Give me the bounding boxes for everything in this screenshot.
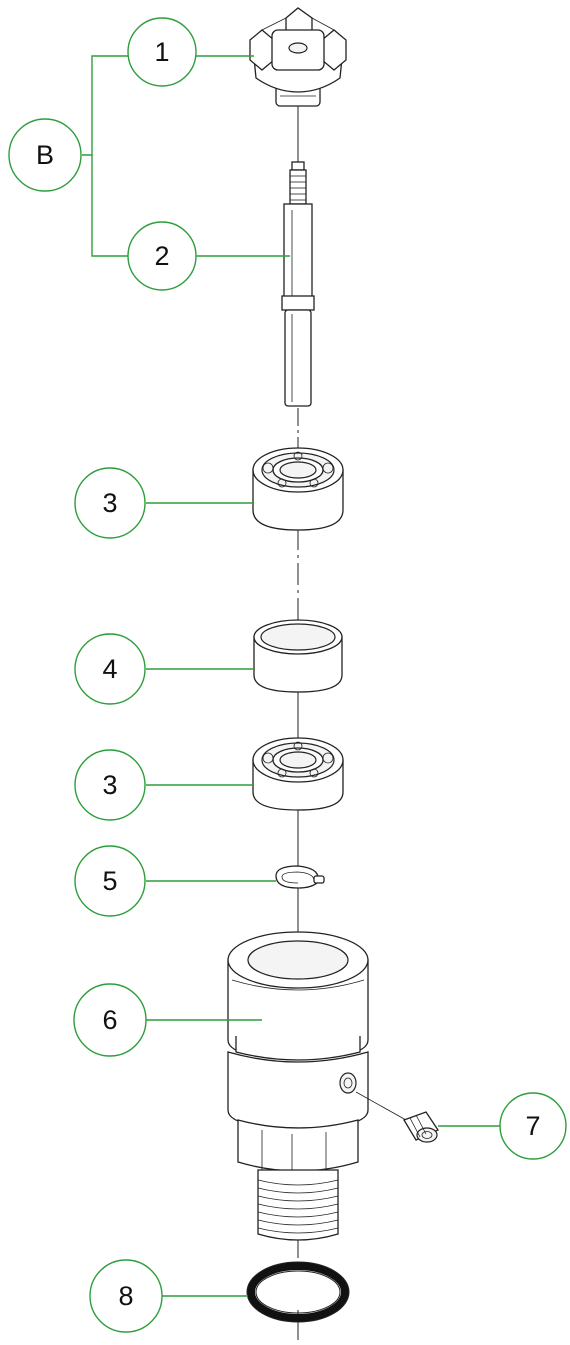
leader-lines — [82, 55, 500, 1297]
callout-6: 6 — [73, 983, 147, 1057]
callout-3-upper: 3 — [74, 467, 146, 539]
part-8-gasket — [246, 1261, 350, 1323]
callout-7: 7 — [499, 1092, 567, 1160]
callout-label-5: 5 — [102, 866, 117, 896]
callout-4: 4 — [74, 633, 146, 705]
callout-5: 5 — [74, 845, 146, 917]
part-3-bearing-lower — [252, 737, 344, 811]
callout-label-3-upper: 3 — [102, 488, 117, 518]
part-6-housing — [227, 931, 369, 1241]
callout-label-2: 2 — [154, 241, 169, 271]
callout-label-B: B — [36, 140, 54, 170]
part-1-coupling — [249, 7, 347, 107]
callout-label-6: 6 — [102, 1005, 117, 1035]
callout-2: 2 — [127, 221, 197, 291]
part-2-shaft — [281, 161, 315, 407]
callout-label-3-lower: 3 — [102, 770, 117, 800]
part-3-bearing-upper — [252, 447, 344, 531]
callout-label-7: 7 — [525, 1111, 540, 1141]
part-5-retaining-ring — [275, 865, 325, 889]
callout-B: B — [8, 118, 82, 192]
callout-label-8: 8 — [118, 1281, 133, 1311]
callout-3-lower: 3 — [74, 749, 146, 821]
callout-1: 1 — [127, 17, 197, 87]
part-7-set-screw — [355, 1091, 439, 1143]
callout-8: 8 — [89, 1259, 163, 1333]
callout-label-1: 1 — [154, 37, 169, 67]
part-4-spacer — [253, 619, 343, 693]
callout-label-4: 4 — [102, 654, 117, 684]
